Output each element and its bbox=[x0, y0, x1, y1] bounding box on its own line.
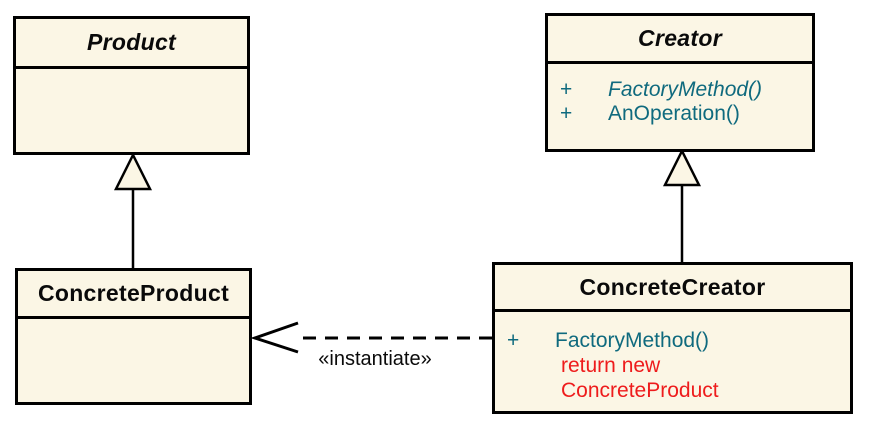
class-concrete-creator: ConcreteCreator + FactoryMethod() return… bbox=[492, 262, 853, 414]
class-concrete-creator-body: + FactoryMethod() return new ConcretePro… bbox=[495, 312, 850, 403]
class-creator-title: Creator bbox=[548, 16, 812, 64]
class-concrete-product-title: ConcreteProduct bbox=[18, 271, 249, 319]
class-product: Product bbox=[13, 16, 250, 155]
visibility-plus: + bbox=[507, 328, 520, 352]
method-name: AnOperation() bbox=[608, 102, 740, 125]
class-concrete-product: ConcreteProduct bbox=[15, 268, 252, 405]
pseudocode-return-new: return new bbox=[561, 353, 661, 377]
visibility-plus: + bbox=[560, 78, 573, 101]
generalization-creator-triangle-icon bbox=[662, 148, 702, 187]
method-name: FactoryMethod() bbox=[608, 78, 763, 101]
class-creator: Creator + FactoryMethod() + AnOperation(… bbox=[545, 13, 815, 152]
method-factorymethod-creator: + FactoryMethod() bbox=[548, 78, 812, 102]
class-concrete-creator-title: ConcreteCreator bbox=[495, 265, 850, 312]
method-name: FactoryMethod() bbox=[555, 328, 710, 352]
instantiate-label: «instantiate» bbox=[318, 348, 432, 370]
class-creator-body: + FactoryMethod() + AnOperation() bbox=[548, 64, 812, 126]
visibility-plus: + bbox=[560, 102, 573, 125]
method-anoperation-creator: + AnOperation() bbox=[548, 102, 812, 126]
method-factorymethod-concrete-creator: + FactoryMethod() bbox=[495, 328, 850, 353]
pseudocode-concrete-product: ConcreteProduct bbox=[561, 378, 719, 402]
generalization-product-triangle-icon bbox=[113, 152, 153, 191]
class-product-title: Product bbox=[16, 19, 247, 69]
